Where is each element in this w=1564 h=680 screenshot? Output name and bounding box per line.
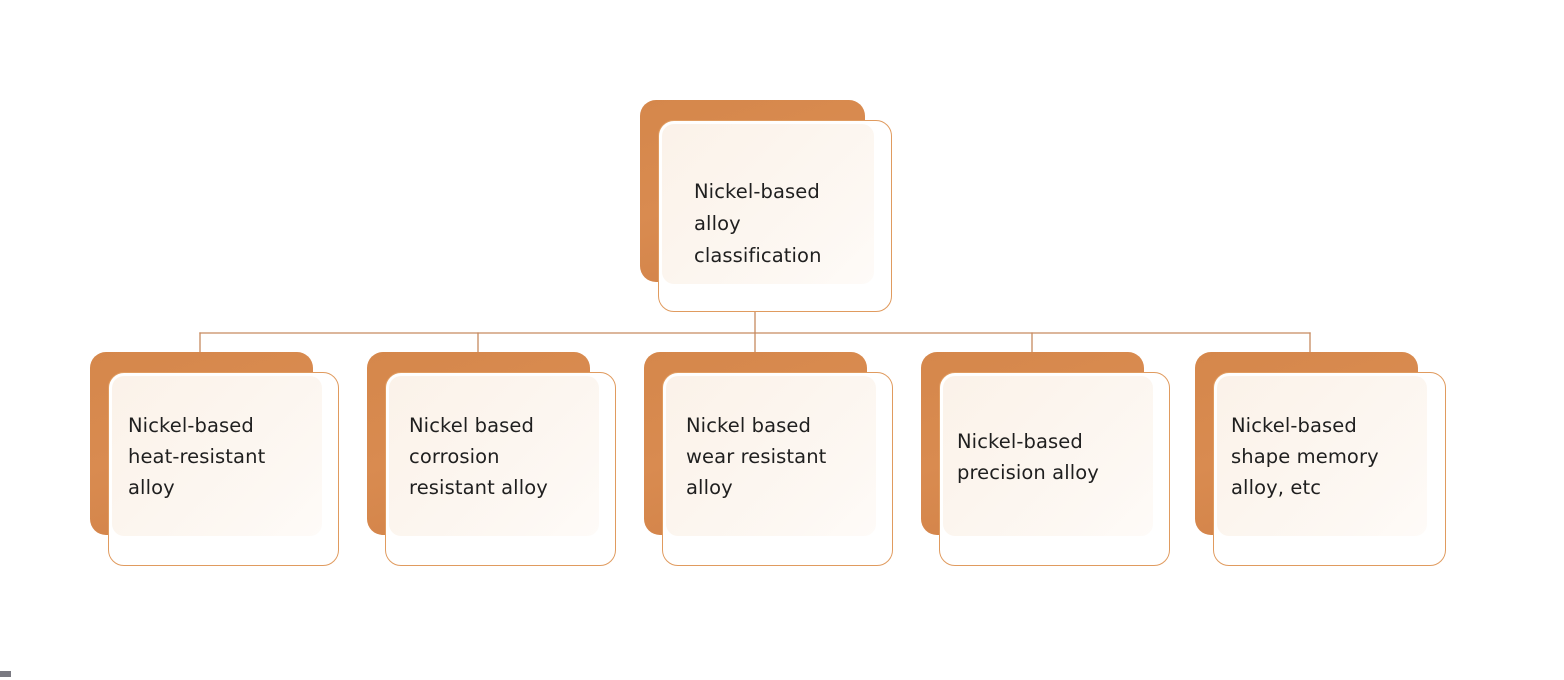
node-child-5-inner: Nickel-based shape memory alloy, etc [1217,376,1427,536]
node-child-3-inner: Nickel based wear resistant alloy [666,376,876,536]
node-child-4-inner: Nickel-based precision alloy [943,376,1153,536]
node-child-5[interactable]: Nickel-based shape memory alloy, etc [1195,352,1447,567]
node-child-2-label: Nickel based corrosion resistant alloy [409,414,548,499]
node-child-4[interactable]: Nickel-based precision alloy [921,352,1171,567]
node-child-2-inner: Nickel based corrosion resistant alloy [389,376,599,536]
node-child-2[interactable]: Nickel based corrosion resistant alloy [367,352,617,567]
node-child-1[interactable]: Nickel-based heat-resistant alloy [90,352,340,567]
capture-edge-artifact [0,671,11,677]
node-child-5-label: Nickel-based shape memory alloy, etc [1231,414,1379,499]
node-child-1-label: Nickel-based heat-resistant alloy [128,414,266,499]
node-root-label: Nickel-based alloy classification [694,180,822,267]
node-child-3[interactable]: Nickel based wear resistant alloy [644,352,894,567]
node-child-4-label: Nickel-based precision alloy [957,430,1099,484]
node-child-1-inner: Nickel-based heat-resistant alloy [112,376,322,536]
node-child-3-label: Nickel based wear resistant alloy [686,414,827,499]
node-root[interactable]: Nickel-based alloy classification [640,100,892,312]
node-root-inner: Nickel-based alloy classification [662,124,874,284]
